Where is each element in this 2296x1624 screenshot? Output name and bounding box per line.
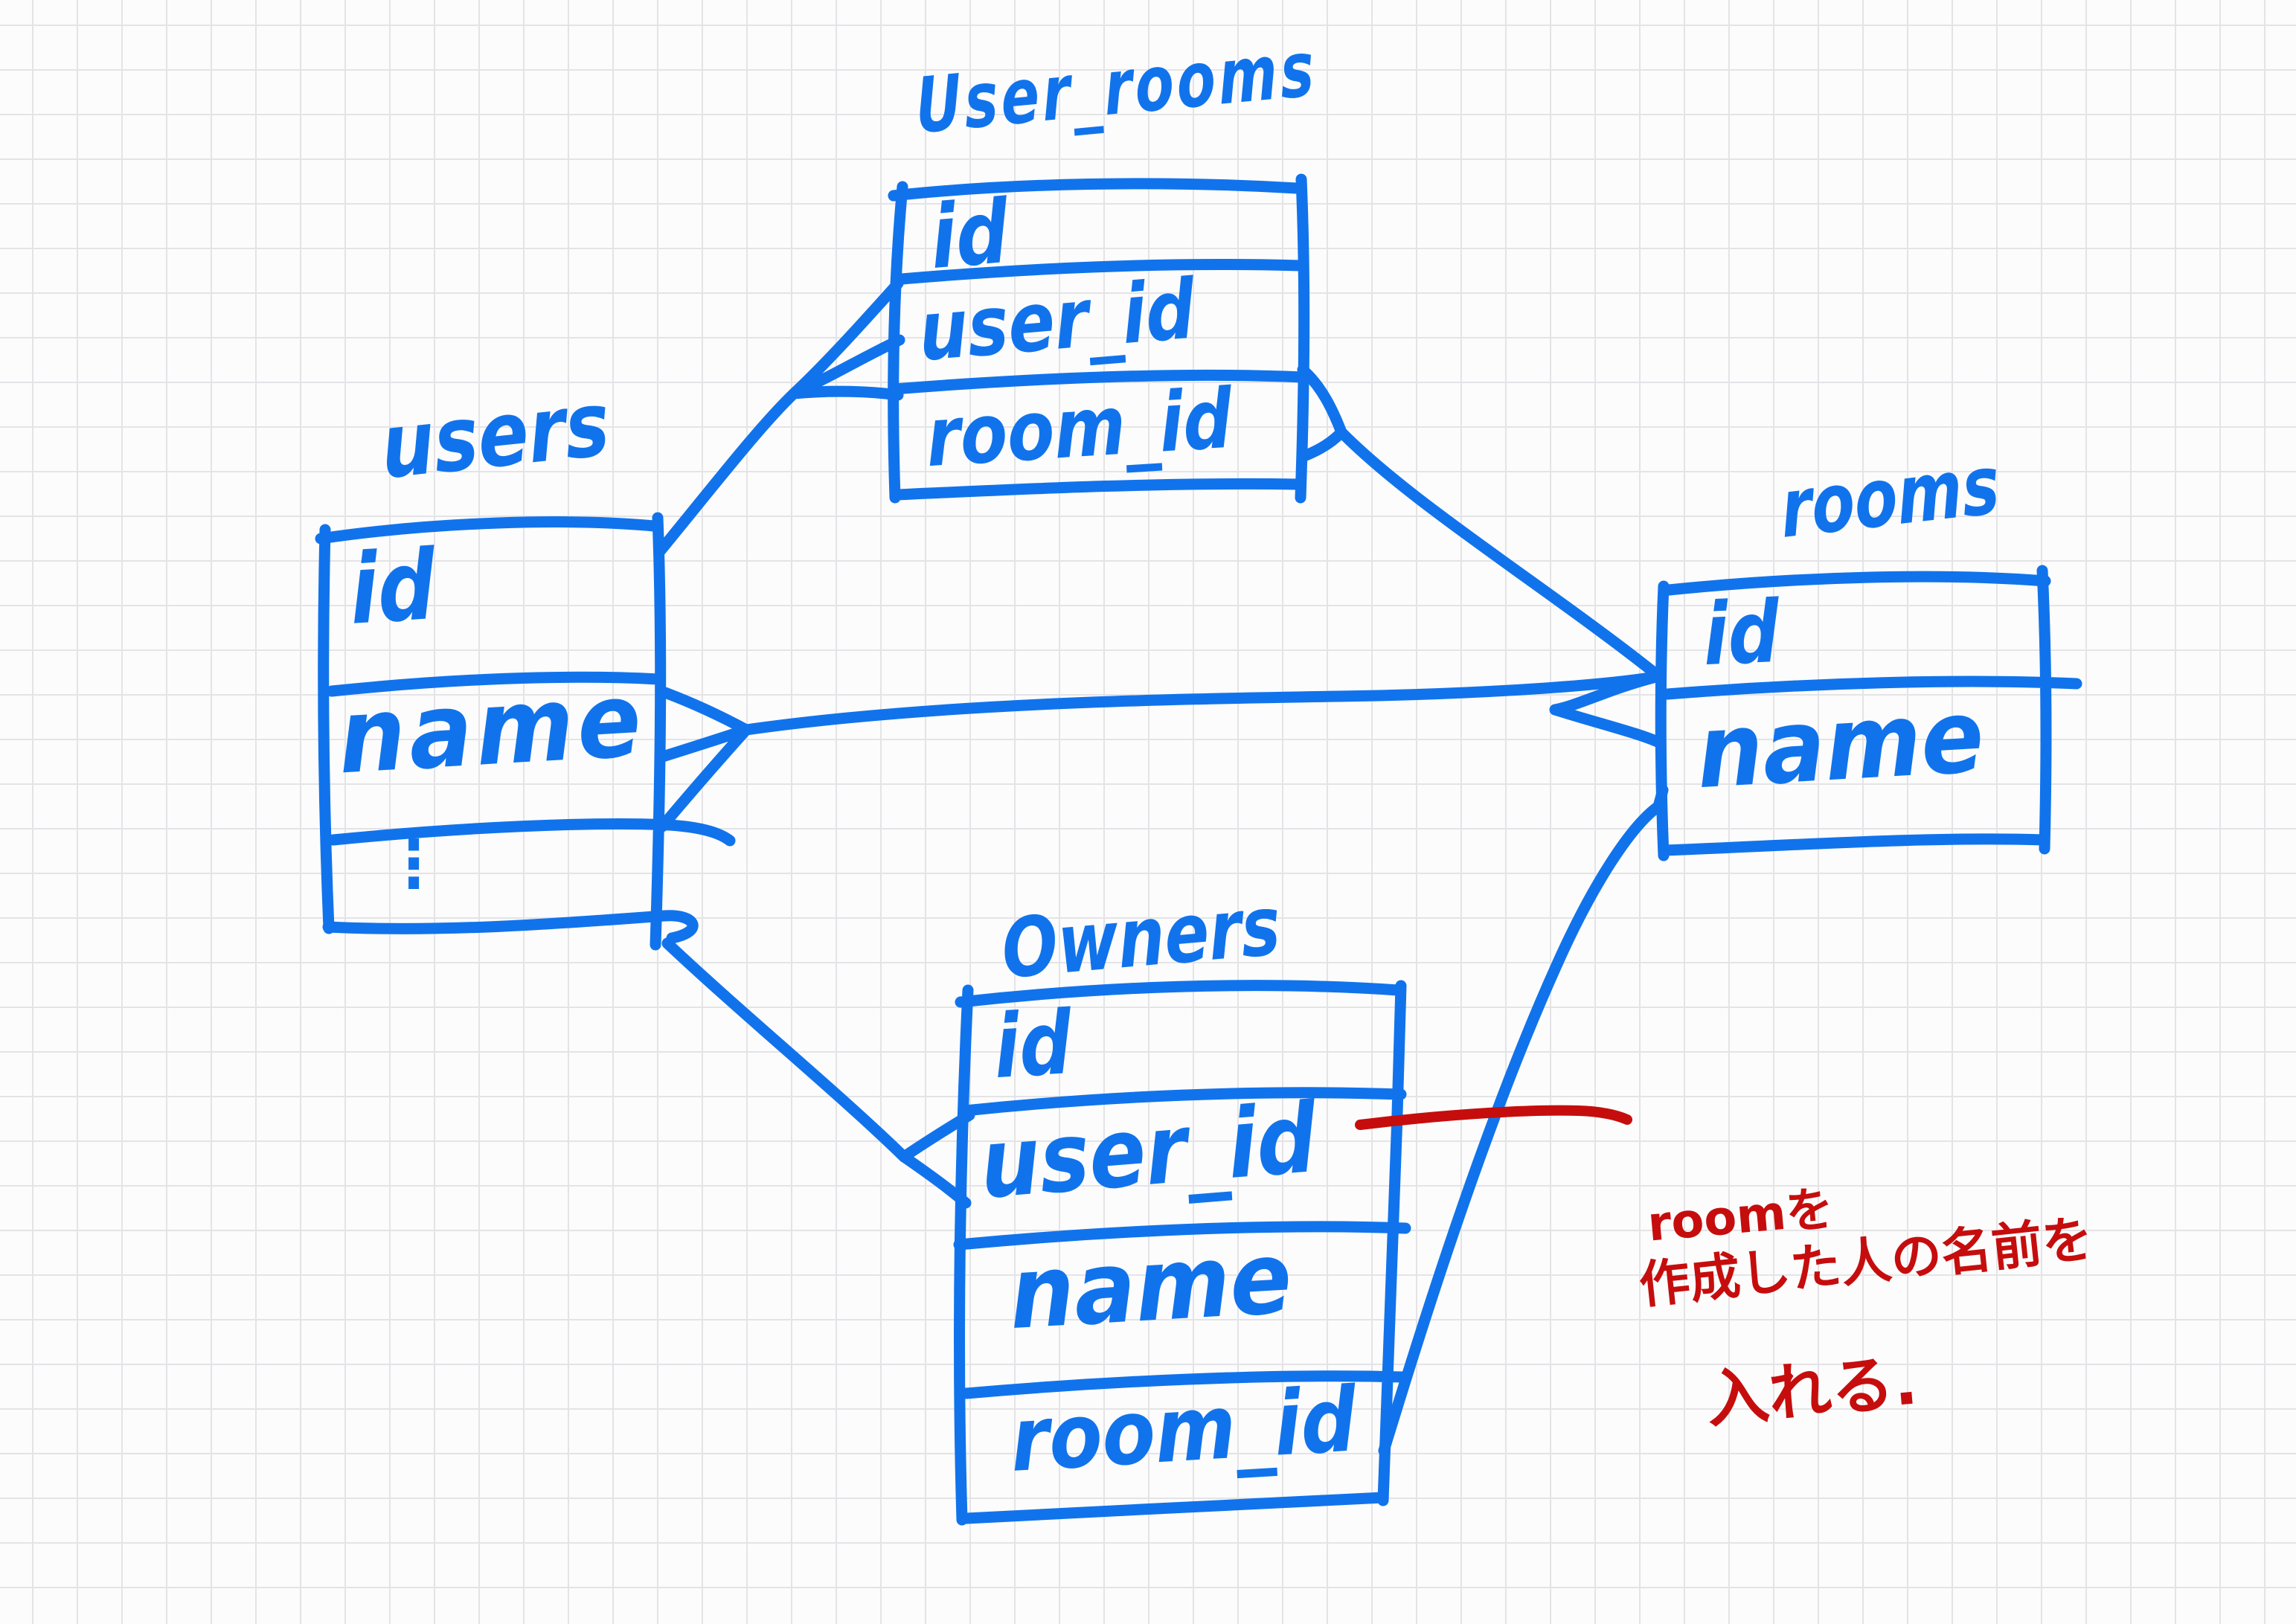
relation-users-owners [661, 937, 975, 1209]
users-table-box [315, 512, 736, 951]
relation-owners-rooms [1378, 784, 1669, 1457]
relation-users-rooms [656, 670, 1667, 832]
field-user-rooms-user-id: user_id [916, 261, 1198, 380]
table-title-owners: Owners [999, 877, 1283, 998]
relation-users-user-rooms [654, 277, 905, 557]
annotation-line-3: 入れる. [1703, 1345, 1920, 1437]
field-owners-id: id [992, 992, 1074, 1100]
field-rooms-id: id [1702, 582, 1781, 685]
relation-user-rooms-rooms [1297, 364, 1663, 681]
field-users-name: name [336, 659, 648, 797]
field-owners-name: name [1007, 1219, 1295, 1352]
field-user-rooms-id: id [928, 181, 1011, 289]
field-users-ellipsis: ⋮ [384, 826, 443, 902]
rooms-table-box [1655, 565, 2082, 861]
field-rooms-name: name [1694, 677, 1986, 812]
table-title-rooms: rooms [1777, 437, 2003, 556]
table-title-users: users [377, 371, 613, 500]
owners-table-box [953, 980, 1411, 1526]
field-users-id: id [347, 530, 438, 647]
field-owners-user-id: user_id [977, 1082, 1320, 1221]
field-owners-room-id: room_id [1008, 1367, 1359, 1492]
field-user-rooms-room-id: room_id [924, 370, 1234, 486]
annotation-pointer-line [1355, 1105, 1632, 1130]
